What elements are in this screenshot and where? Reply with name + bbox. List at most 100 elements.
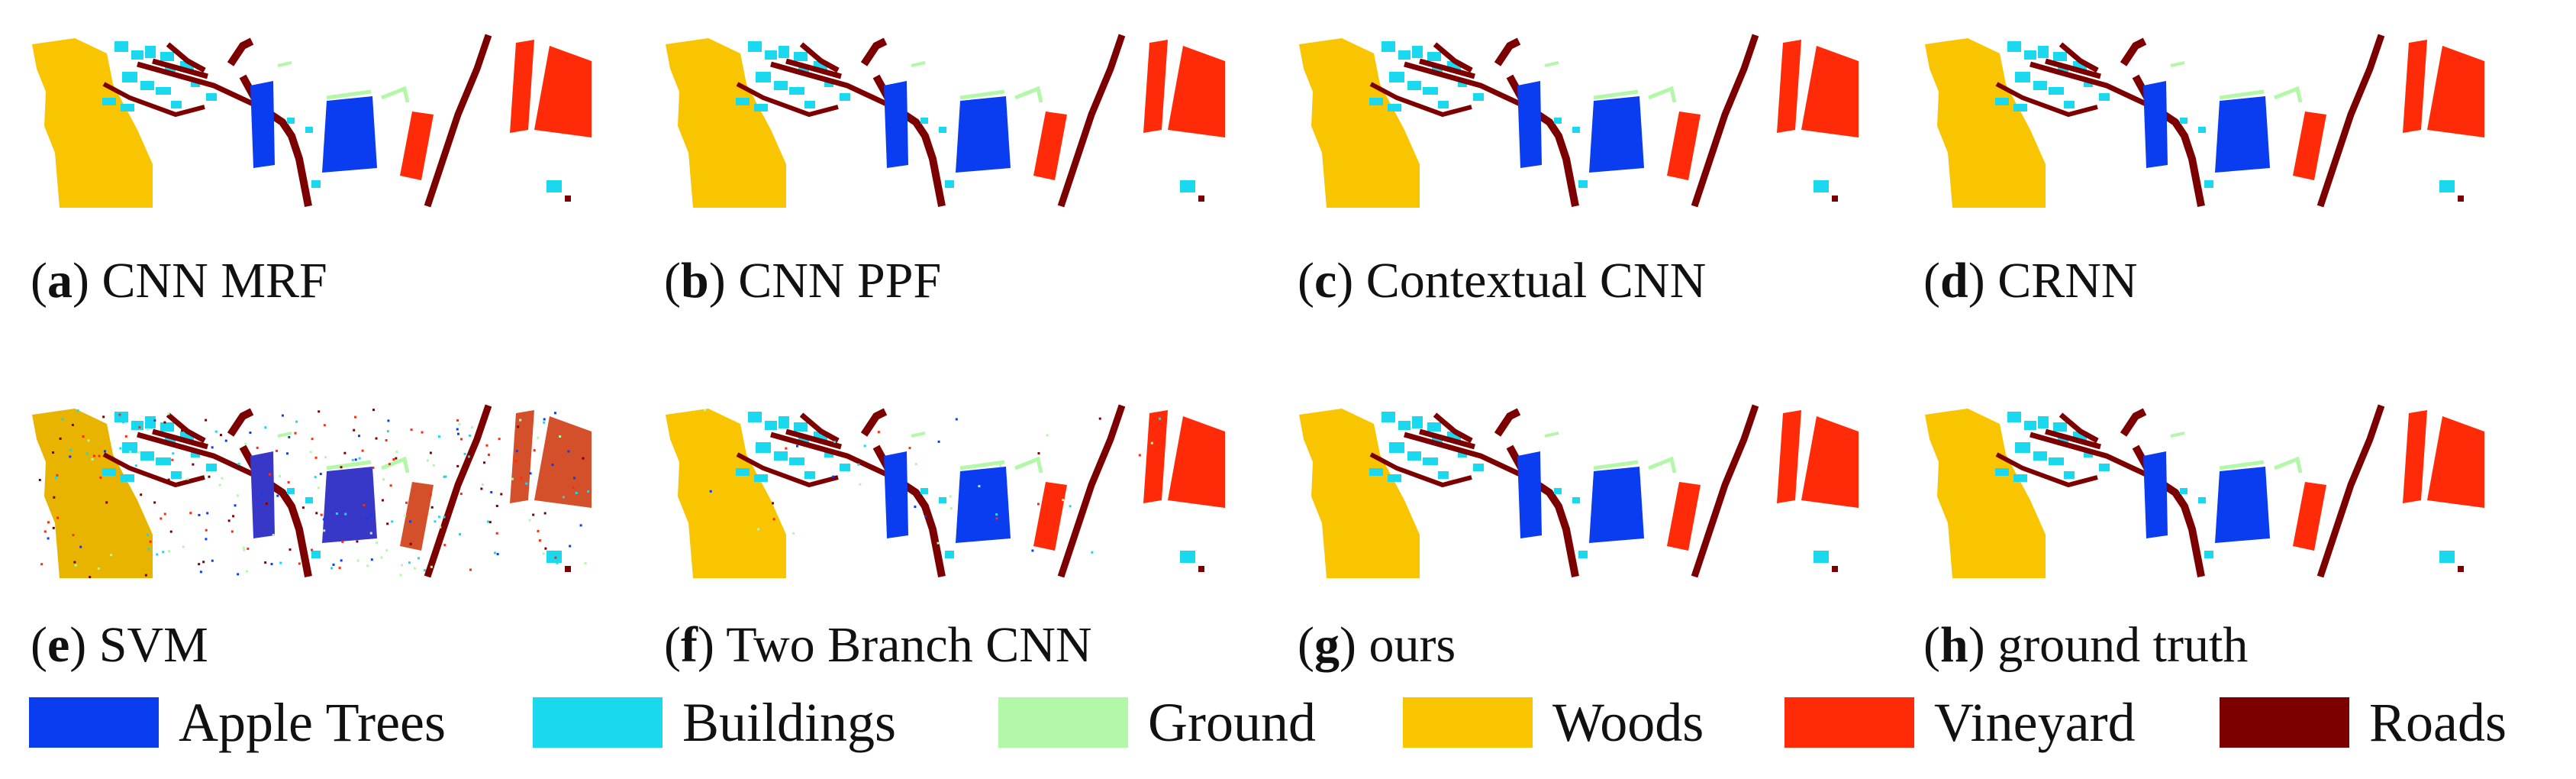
noise-pixel [795,444,798,448]
building-patch [794,52,808,61]
noise-pixel [322,518,325,521]
noise-pixel [122,421,125,424]
noise-pixel [456,432,459,435]
noise-pixel [198,563,201,566]
noise-pixel [389,484,392,487]
building-patch [754,474,768,482]
ground-strip [277,432,292,438]
building-patch [2049,457,2064,465]
building-patch [131,421,143,430]
building-patch [824,450,833,457]
noise-pixel [256,446,259,449]
building-patch [171,471,182,479]
noise-pixel [409,520,412,523]
road-segment [770,412,895,480]
noise-pixel [985,523,988,526]
building-patch [2033,451,2047,461]
noise-pixel [937,440,940,443]
noise-pixel [91,457,94,461]
building-patch [2064,101,2075,108]
noise-pixel [1037,452,1040,455]
noise-pixel [537,529,540,532]
building-patch [945,551,954,558]
classification-map-g [1298,401,1859,584]
noise-pixel [160,517,163,520]
noise-pixel [105,501,108,504]
noise-pixel [495,504,498,507]
vineyard-field [1168,46,1225,137]
noise-pixel [444,475,447,478]
noise-pixel [330,567,334,570]
noise-pixel [76,409,79,412]
caption-f: (f) Two Branch CNN [664,617,1092,673]
noise-pixel [249,432,252,435]
building-patch [754,104,768,112]
apple-trees-field [2215,467,2270,543]
building-patch [756,442,771,453]
building-patch [1381,412,1395,422]
apple-trees-field [1589,96,1644,173]
noise-pixel [387,419,390,422]
noise-pixel [227,519,231,522]
legend-item-woods: Woods [1403,684,1704,761]
noise-pixel [268,473,271,476]
building-patch [114,412,128,422]
noise-pixel [199,571,202,574]
legend-label: Roads [2369,692,2507,753]
vineyard-field [1143,410,1168,503]
noise-pixel [69,448,73,451]
noise-pixel [74,564,77,567]
noise-pixel [410,428,413,432]
noise-pixel [1046,434,1049,437]
noise-pixel [59,437,62,440]
noise-pixel [458,533,461,536]
building-patch [145,416,156,428]
apple-trees-field [2215,96,2270,173]
classification-map-h [1923,401,2484,584]
building-patch [287,118,295,124]
map-svg [666,404,1225,578]
noise-pixel [56,474,59,477]
noise-pixel [487,454,490,457]
noise-pixel [999,464,1002,467]
building-patch [311,180,321,188]
building-patch [748,412,762,422]
noise-pixel [118,413,121,416]
building-patch [311,551,321,558]
noise-pixel [85,452,89,455]
building-patch [2064,471,2075,479]
building-patch [2038,416,2049,428]
building-patch [122,72,137,82]
noise-pixel [52,451,55,454]
noise-pixel [496,553,499,556]
road-segment [1995,82,2098,118]
noise-pixel [386,522,389,525]
noise-pixel [995,513,998,516]
caption-d: (d) CRNN [1923,253,2138,309]
building-patch [765,50,777,60]
noise-pixel [353,428,356,432]
noise-pixel [236,494,239,497]
noise-pixel [89,576,92,579]
noise-pixel [138,426,141,429]
road-segment [1057,404,1126,578]
noise-pixel [418,557,421,560]
noise-pixel [443,475,446,478]
legend-swatch [1403,697,1533,748]
building-patch [804,101,815,108]
noise-pixel [301,506,305,509]
noise-pixel [709,490,712,493]
noise-pixel [481,483,484,486]
road-segment [2458,566,2464,572]
noise-pixel [247,548,250,551]
legend-swatch [998,697,1128,748]
noise-pixel [391,520,394,523]
noise-pixel [294,432,297,435]
noise-pixel [218,483,221,486]
noise-pixel [366,518,369,521]
building-patch [156,457,171,465]
building-patch [794,422,808,432]
building-patch [1814,180,1829,192]
noise-pixel [515,450,518,453]
noise-pixel [208,475,211,478]
